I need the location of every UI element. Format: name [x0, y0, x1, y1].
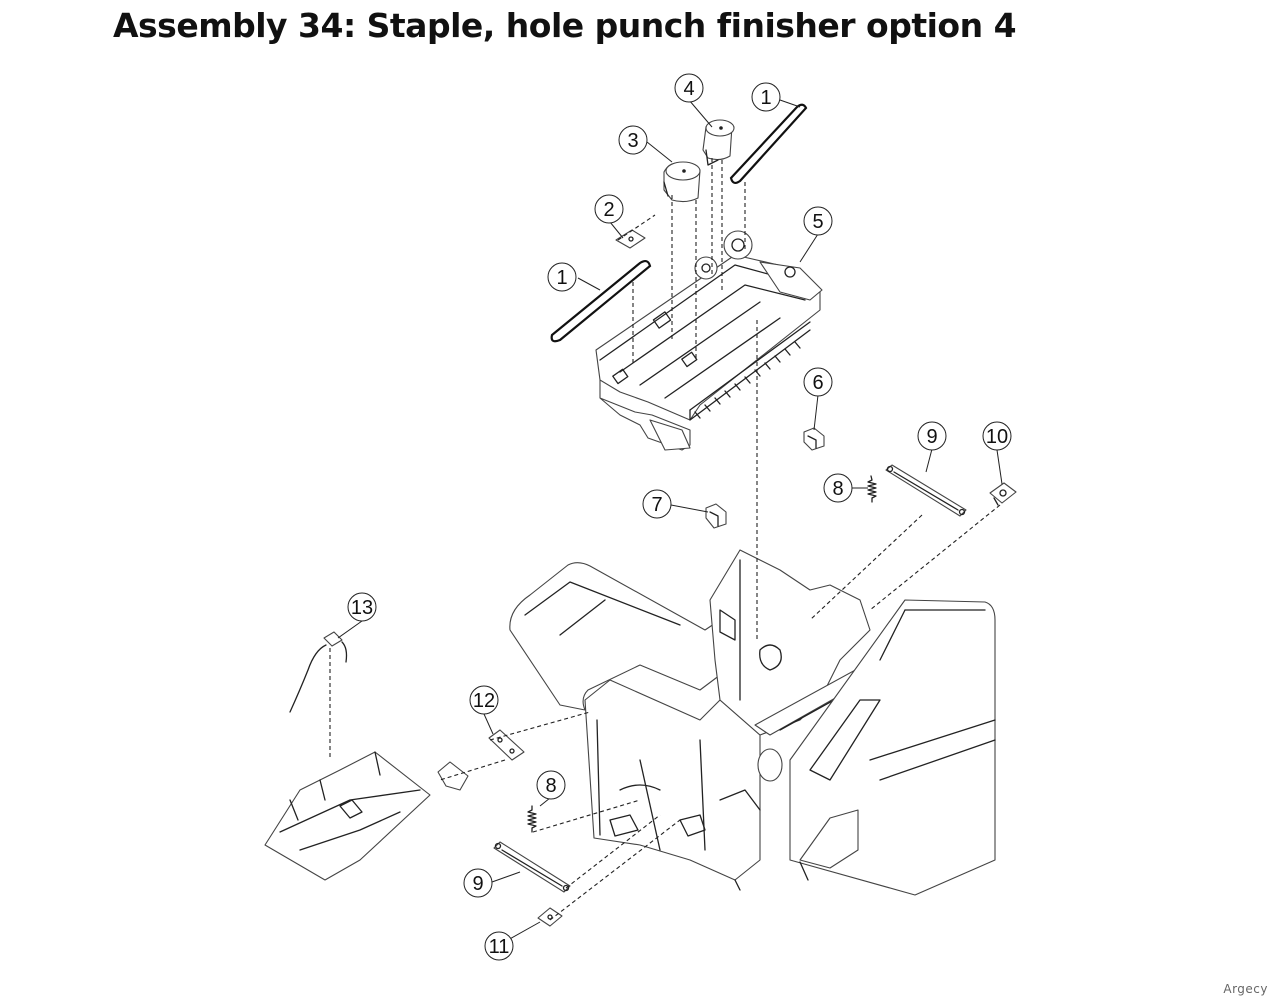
callout-10: 10: [982, 421, 1012, 451]
part-12-bracket: [488, 729, 525, 761]
callout-5-label: 5: [812, 211, 823, 233]
callout-12-label: 12: [473, 690, 495, 712]
callout-12: 12: [469, 685, 499, 715]
callout-2: 2: [594, 194, 624, 224]
callout-7: 7: [642, 489, 672, 519]
callout-11: 11: [484, 931, 514, 961]
callout-13: 13: [347, 592, 377, 622]
leader-lines: [337, 99, 1003, 941]
part-7-switch: [705, 503, 727, 529]
page-title: Assembly 34: Staple, hole punch finisher…: [113, 6, 1017, 45]
callout-9-upper-label: 9: [926, 426, 937, 448]
callout-7-label: 7: [651, 494, 662, 516]
part-10-sensor-board: [989, 482, 1017, 506]
callout-3-label: 3: [627, 130, 638, 152]
watermark-text: Argecy: [1223, 982, 1268, 996]
callout-8-upper: 8: [823, 473, 853, 503]
callout-9-upper: 9: [917, 421, 947, 451]
part-4-motor: [702, 119, 735, 166]
callout-9-lower: 9: [463, 868, 493, 898]
part-5-punch-unit: [595, 230, 823, 451]
callout-10-label: 10: [986, 426, 1008, 448]
part-8-spring-lower: [527, 805, 537, 833]
callout-1-top-label: 1: [760, 87, 771, 109]
part-6-switch: [803, 427, 825, 451]
part-1-belt-lower: [550, 259, 652, 343]
latch: [437, 761, 469, 791]
callout-4-label: 4: [683, 78, 694, 100]
part-13-cable-sensor: [289, 631, 348, 713]
part-2-plate: [615, 229, 646, 249]
callout-1-top: 1: [751, 82, 781, 112]
part-9-rail-lower: [493, 841, 571, 893]
callout-4: 4: [674, 73, 704, 103]
part-8-spring-upper: [867, 475, 877, 503]
part-3-motor: [663, 161, 701, 203]
callout-8-lower-label: 8: [545, 775, 556, 797]
finisher-body: [509, 549, 996, 896]
callout-13-label: 13: [351, 597, 373, 619]
assembly-lines: [329, 158, 1001, 921]
callout-6: 6: [803, 367, 833, 397]
part-11-board: [537, 907, 563, 927]
callout-6-label: 6: [812, 372, 823, 394]
callout-2-label: 2: [603, 199, 614, 221]
callout-3: 3: [618, 125, 648, 155]
callout-1-left: 1: [547, 262, 577, 292]
callout-11-label: 11: [489, 936, 510, 958]
callout-8-upper-label: 8: [832, 478, 843, 500]
left-tray: [264, 751, 431, 881]
part-1-belt-upper: [729, 103, 808, 185]
callout-8-lower: 8: [536, 770, 566, 800]
callout-9-lower-label: 9: [472, 873, 483, 895]
callout-5: 5: [803, 206, 833, 236]
callout-1-left-label: 1: [556, 267, 567, 289]
part-9-rail-upper: [885, 464, 967, 517]
